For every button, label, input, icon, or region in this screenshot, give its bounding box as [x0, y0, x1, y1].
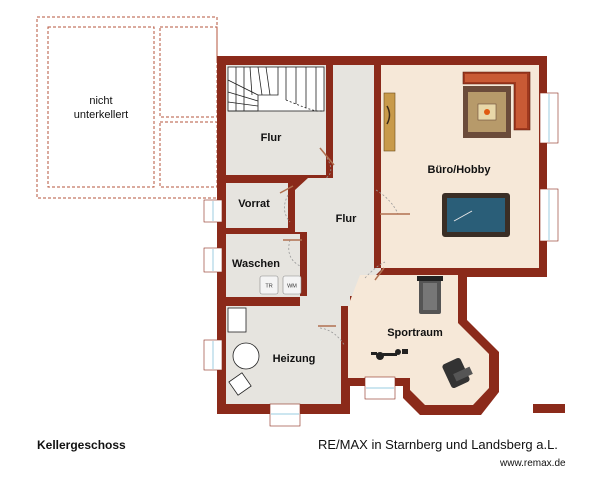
unbuilt-area-outline — [36, 16, 218, 199]
heating-equipment-icon — [227, 307, 260, 396]
washer-label: WM — [287, 284, 297, 290]
website: www.remax.de — [500, 458, 566, 469]
floor-flur-center — [295, 65, 381, 296]
label-flur-center: Flur — [336, 213, 357, 225]
scale-bar — [533, 404, 565, 413]
exercise-bike-icon — [371, 349, 408, 360]
staircase — [227, 66, 325, 112]
label-sportraum: Sportraum — [387, 327, 443, 339]
window-heizung-bottom — [269, 403, 301, 427]
rug-table-icon — [463, 86, 511, 138]
floor-name: Kellergeschoss — [37, 438, 126, 452]
unbuilt-label-line1: nicht — [89, 95, 112, 107]
weight-bench-icon — [442, 357, 473, 389]
floor-vorrat — [226, 183, 288, 228]
treadmill-icon — [417, 276, 443, 314]
unbuilt-label-line2: unterkellert — [74, 109, 128, 121]
label-waschen: Waschen — [232, 258, 280, 270]
agency-name: RE/MAX in Starnberg und Landsberg a.L. — [318, 437, 558, 452]
pool-table-icon — [442, 193, 510, 237]
sofa-icon — [462, 71, 531, 131]
shelf-icon — [383, 92, 396, 152]
label-heizung: Heizung — [273, 353, 316, 365]
washer-icon: WM — [282, 275, 302, 295]
label-vorrat: Vorrat — [238, 198, 270, 210]
dryer-icon: TR — [259, 275, 279, 295]
door-leaves — [279, 147, 410, 327]
label-flur-top: Flur — [261, 132, 282, 144]
dryer-label: TR — [265, 284, 272, 290]
label-buero: Büro/Hobby — [428, 164, 492, 176]
